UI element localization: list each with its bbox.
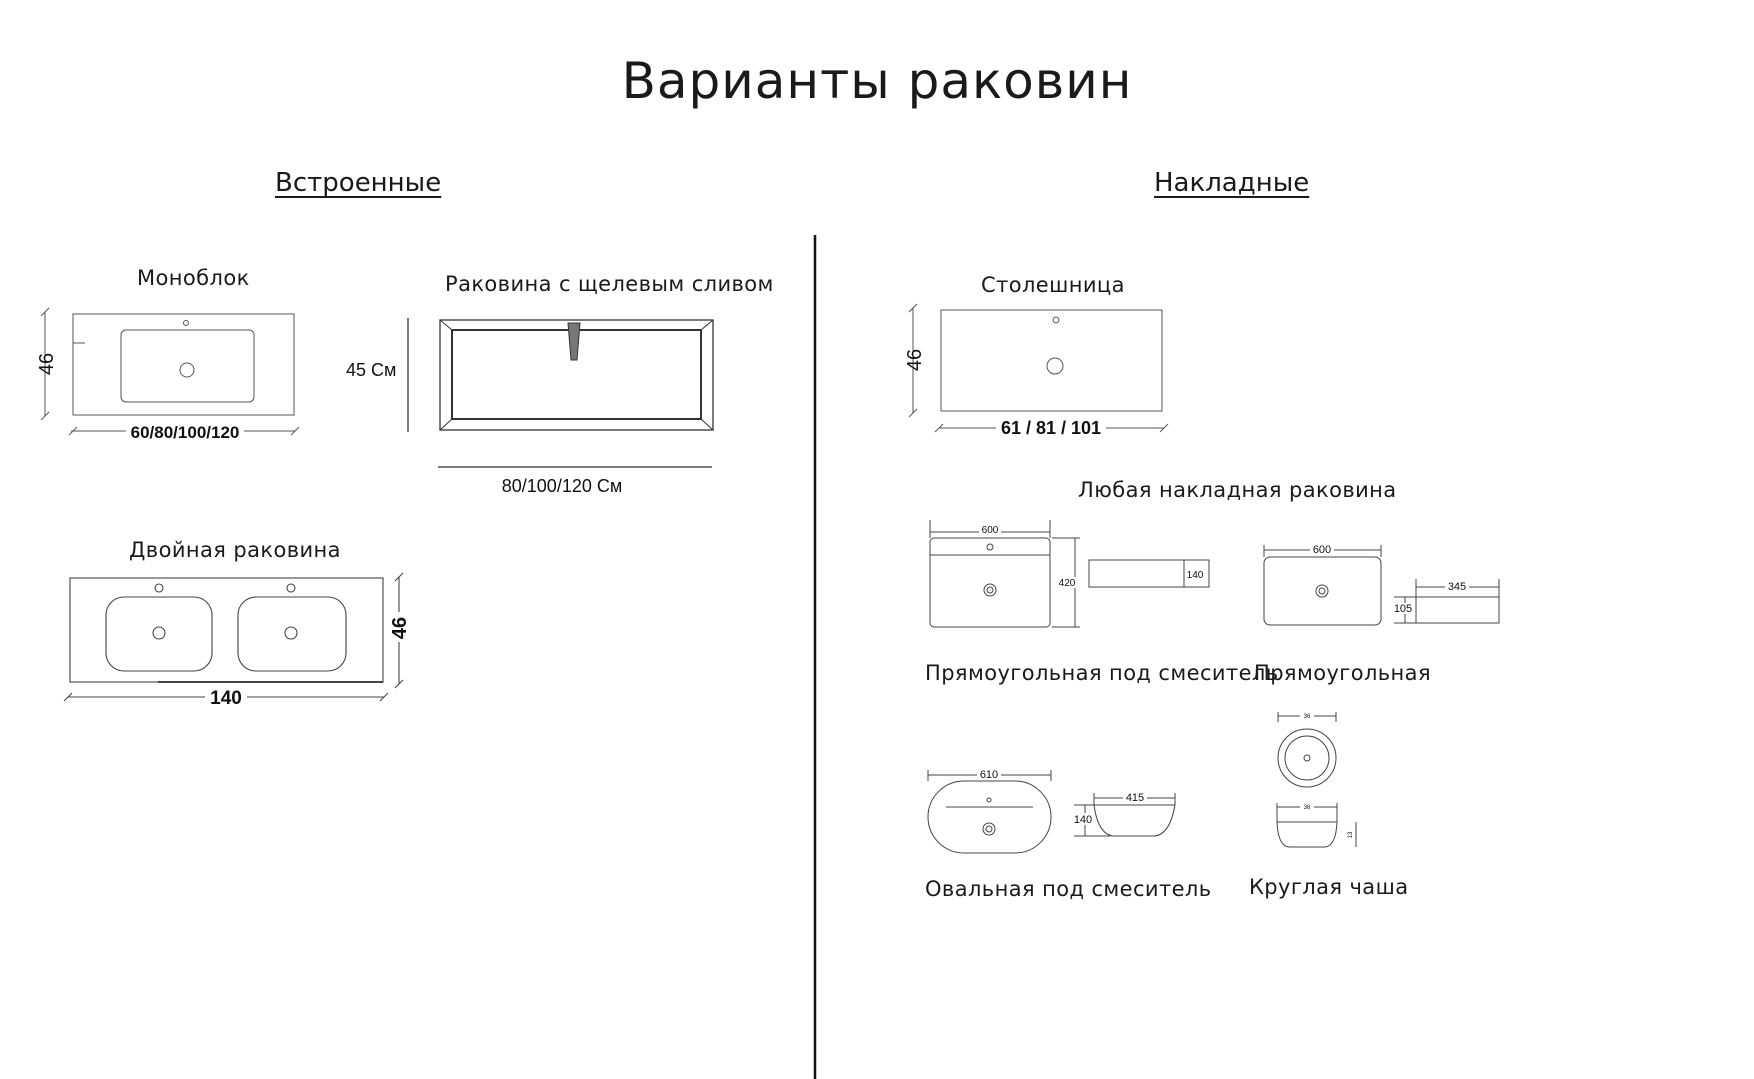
slot-drain-drawing [407,318,714,468]
oval-mixer-label: Овальная под смеситель [925,877,1212,901]
monoblock-width-dim: 60/80/100/120 [131,423,240,442]
page-title: Варианты раковин [621,52,1133,110]
rect-mixer-label: Прямоугольная под смеситель [925,661,1279,685]
double-sink-drawing [63,572,404,702]
countertop-label: Столешница [981,273,1125,297]
rect-mixer-drawing [929,520,1210,628]
round-bowl-height-dim: 13 [1348,831,1354,838]
rect-height-dim: 105 [1394,603,1412,615]
monoblock-label: Моноблок [137,266,250,290]
round-bowl-side-dim: 36 [1304,805,1311,811]
slot-drain-height-dim: 45 См [346,360,396,380]
oval-mixer-drawing [927,770,1176,854]
oval-mixer-height-dim: 140 [1074,814,1092,826]
countertop-width-dim: 61 / 81 / 101 [1001,418,1101,438]
round-bowl-top-dim: 36 [1304,714,1311,720]
rect-mixer-height-dim: 140 [1187,570,1204,581]
rect-mixer-width-dim: 600 [982,525,999,536]
any-overlay-label: Любая накладная раковина [1078,478,1397,502]
slot-drain-label: Раковина с щелевым сливом [445,272,774,296]
countertop-drawing [908,303,1169,433]
monoblock-height-dim: 46 [36,353,58,375]
double-sink-label: Двойная раковина [129,538,341,562]
slot-drain-width-dim: 80/100/120 См [502,476,622,496]
rect-label: Прямоугольная [1254,661,1431,685]
countertop-height-dim: 46 [904,349,926,371]
double-sink-height-dim: 46 [389,617,411,639]
monoblock-drawing [40,307,300,436]
built-in-heading: Встроенные [275,168,442,198]
double-sink-width-dim: 140 [210,688,242,709]
oval-mixer-width-dim: 610 [980,769,998,781]
rect-width-dim: 600 [1313,544,1331,556]
drain-slot-icon [567,322,581,361]
rect-mixer-depth-dim: 420 [1059,578,1076,589]
oval-mixer-side-dim: 415 [1126,792,1144,804]
rect-side-dim: 345 [1448,581,1466,593]
round-bowl-label: Круглая чаша [1249,875,1409,899]
round-bowl-drawing [1276,712,1357,848]
overlay-heading: Накладные [1154,168,1310,198]
